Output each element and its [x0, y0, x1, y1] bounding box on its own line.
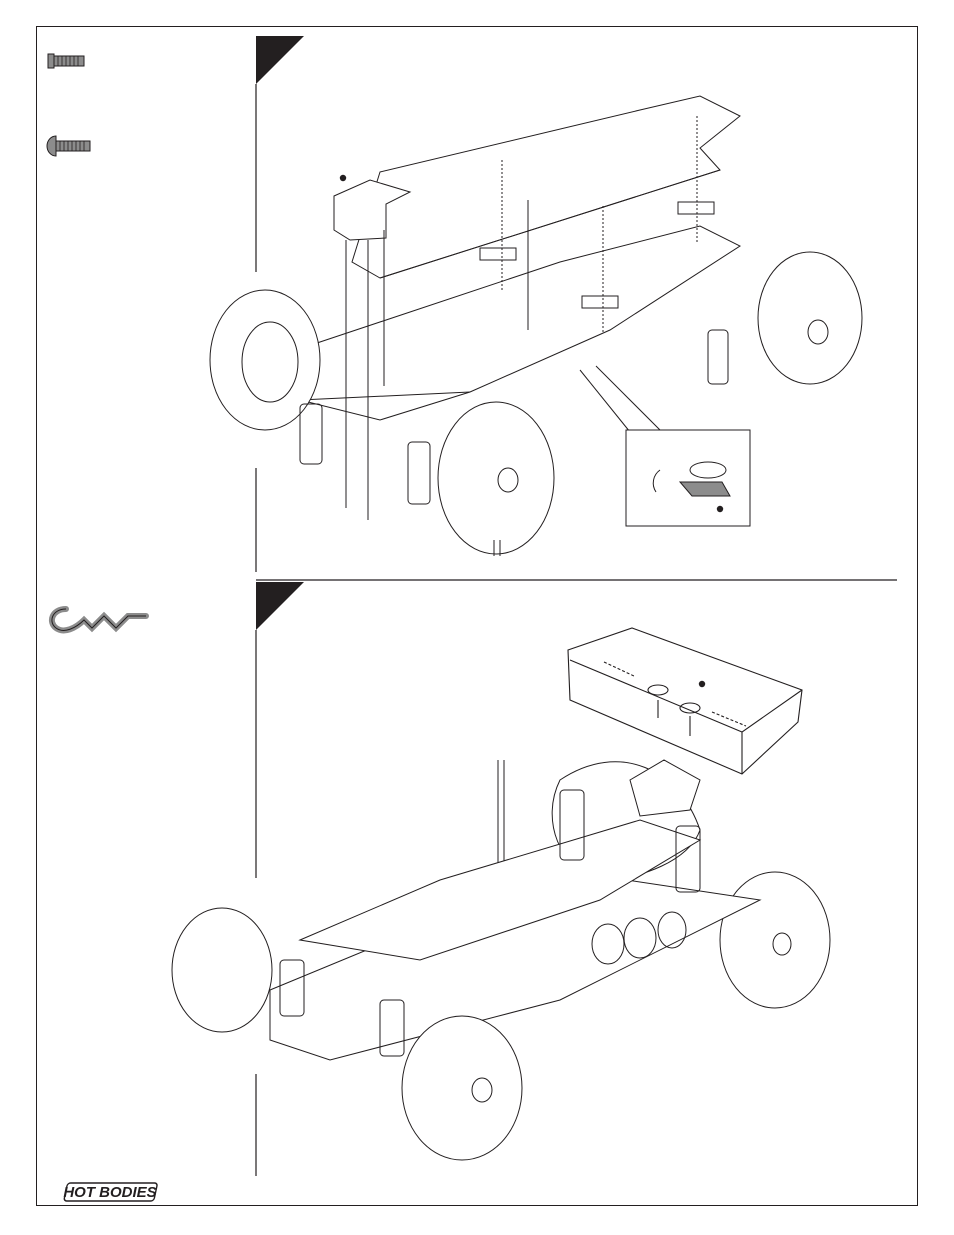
bracket-bullet-dot: [339, 174, 347, 182]
page-frame: [36, 26, 918, 1206]
logo-text: HOT BODIES: [63, 1184, 156, 1201]
body-clip-icon: [48, 606, 149, 634]
chassis-step-2-illustration: [171, 759, 831, 1161]
rear-wing-illustration: [567, 627, 803, 775]
flat-head-screw-icon: [47, 53, 85, 69]
chassis-step-1-illustration: [209, 95, 863, 556]
wing-bullet-dot: [698, 680, 706, 688]
step-1-section: [46, 36, 863, 572]
step-1-marker: [256, 36, 304, 84]
step-2-section: [48, 582, 831, 1176]
detail-bullet-dot: [716, 505, 724, 513]
hot-bodies-logo: HOT BODIES: [62, 1181, 158, 1203]
button-head-screw-icon: [46, 135, 91, 157]
step-2-marker: [256, 582, 304, 630]
